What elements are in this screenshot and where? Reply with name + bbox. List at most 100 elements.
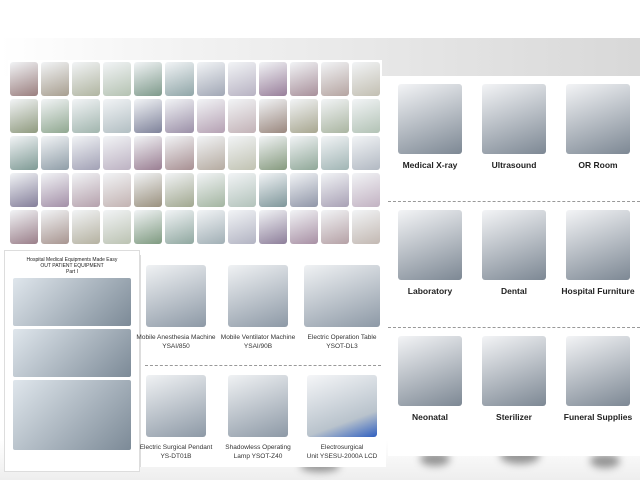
doc-subtitle: OUT PATIENT EQUIPMENT — [40, 263, 104, 269]
equipment-thumbnail — [10, 136, 39, 170]
category-label: Medical X-ray — [402, 160, 458, 170]
equipment-thumbnail — [72, 136, 101, 170]
equipment-thumbnail — [10, 210, 39, 244]
category-label: Funeral Supplies — [563, 412, 633, 422]
equipment-thumbnail — [165, 210, 194, 244]
category-label: OR Room — [578, 160, 618, 170]
category-medical-x-ray[interactable]: Medical X-ray — [388, 84, 472, 170]
equipment-thumbnail — [258, 62, 287, 96]
category-label: Hospital Furniture — [561, 286, 635, 296]
product-model: Unit YSESU-2000A LCD — [306, 453, 378, 460]
category-image — [398, 210, 462, 280]
category-image — [566, 210, 630, 280]
category-ultrasound[interactable]: Ultrasound — [472, 84, 556, 170]
product-name: Electric Surgical Pendant — [139, 444, 213, 451]
equipment-thumbnail — [320, 173, 349, 207]
equipment-thumbnail — [10, 173, 39, 207]
equipment-thumbnail — [103, 210, 132, 244]
category-label: Sterilizer — [496, 412, 532, 422]
equipment-thumbnail — [134, 62, 163, 96]
product-image — [146, 375, 206, 437]
equipment-thumbnail — [103, 136, 132, 170]
category-sterilizer[interactable]: Sterilizer — [472, 336, 556, 422]
category-hospital-furniture[interactable]: Hospital Furniture — [556, 210, 640, 296]
equipment-thumbnail — [41, 62, 70, 96]
category-or-room[interactable]: OR Room — [556, 84, 640, 170]
equipment-thumbnail — [258, 136, 287, 170]
category-label: Dental — [501, 286, 527, 296]
equipment-thumbnail — [10, 62, 39, 96]
equipment-thumbnail — [134, 136, 163, 170]
product-image — [228, 375, 288, 437]
category-image — [566, 84, 630, 154]
equipment-thumbnail — [320, 62, 349, 96]
category-funeral-supplies[interactable]: Funeral Supplies — [556, 336, 640, 422]
product-model: YSAI/90B — [243, 343, 273, 350]
equipment-thumbnail — [227, 136, 256, 170]
product-model: YS-DT01B — [160, 453, 192, 460]
equipment-thumbnail — [41, 99, 70, 133]
product-image — [304, 265, 380, 327]
equipment-thumbnail — [351, 136, 380, 170]
category-dental[interactable]: Dental — [472, 210, 556, 296]
equipment-thumbnail — [196, 62, 225, 96]
equipment-thumbnail — [196, 210, 225, 244]
equipment-thumbnail — [289, 62, 318, 96]
equipment-thumbnail — [103, 99, 132, 133]
product-model: YSOT-DL3 — [326, 343, 358, 350]
equipment-thumbnail — [196, 99, 225, 133]
equipment-thumbnail — [227, 99, 256, 133]
equipment-thumbnail-grid — [8, 60, 382, 246]
category-image — [482, 336, 546, 406]
equipment-thumbnail — [165, 62, 194, 96]
product-name: Electric Operation Table — [307, 334, 377, 341]
equipment-thumbnail — [41, 210, 70, 244]
equipment-thumbnail — [227, 173, 256, 207]
category-label: Neonatal — [412, 412, 448, 422]
divider — [145, 365, 381, 366]
equipment-thumbnail — [165, 136, 194, 170]
equipment-thumbnail — [258, 99, 287, 133]
category-image — [398, 336, 462, 406]
equipment-thumbnail — [10, 99, 39, 133]
dialysis-image — [13, 329, 131, 377]
equipment-thumbnail — [72, 210, 101, 244]
equipment-thumbnail — [134, 210, 163, 244]
doc-title: Hospital Medical Equipments Made Easy — [26, 257, 118, 263]
equipment-thumbnail — [320, 136, 349, 170]
equipment-thumbnail — [72, 173, 101, 207]
equipment-thumbnail — [258, 173, 287, 207]
equipment-thumbnail — [227, 62, 256, 96]
equipment-thumbnail — [196, 173, 225, 207]
equipment-thumbnail — [134, 99, 163, 133]
equipment-thumbnail — [72, 62, 101, 96]
product-name: Electrosurgical — [320, 444, 364, 451]
equipment-thumbnail — [103, 173, 132, 207]
equipment-thumbnail — [165, 173, 194, 207]
category-image — [482, 210, 546, 280]
equipment-thumbnail — [72, 99, 101, 133]
category-image — [566, 336, 630, 406]
equipment-thumbnail — [289, 210, 318, 244]
equipment-thumbnail — [351, 99, 380, 133]
equipment-thumbnail — [41, 173, 70, 207]
equipment-document: Hospital Medical Equipments Made Easy OU… — [4, 250, 140, 472]
category-neonatal[interactable]: Neonatal — [388, 336, 472, 422]
category-image — [398, 84, 462, 154]
equipment-thumbnail — [258, 210, 287, 244]
product-image — [307, 375, 377, 437]
category-label: Ultrasound — [491, 160, 537, 170]
equipment-thumbnail — [320, 210, 349, 244]
equipment-thumbnail — [351, 173, 380, 207]
equipment-thumbnail — [103, 62, 132, 96]
category-laboratory[interactable]: Laboratory — [388, 210, 472, 296]
category-image — [482, 84, 546, 154]
